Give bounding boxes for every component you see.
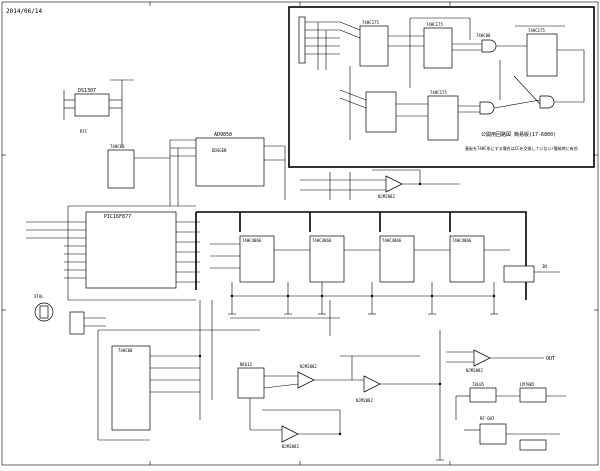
ram-ic: 74HC00 <box>111 345 151 431</box>
inset-note-2: 基板を74HC系にする場合はICを交換していない/簡易時に有効 <box>465 145 578 151</box>
right-connector-label: IN <box>542 264 547 269</box>
ram-ic-label: 74HC00 <box>118 348 133 353</box>
mux-ic-3: 74HC4066 <box>379 235 415 283</box>
inset-ic-b-label: 74HC175 <box>426 22 443 27</box>
inset-ic-d-label: 74HC175 <box>430 90 447 95</box>
opamp-bot: NJM2082 <box>281 425 299 449</box>
inset-wires <box>339 17 585 140</box>
rtc-wires <box>63 79 134 145</box>
ground-symbols <box>228 313 498 461</box>
inset-gate-2 <box>479 101 495 115</box>
opamp-top: NJM2082 <box>378 175 403 199</box>
mux-ic-4-label: 74HC4066 <box>452 238 472 243</box>
mixer-ic: NE612 <box>237 362 265 399</box>
dds-ic-label: AD9850 <box>214 132 232 138</box>
regulator-a-label: 78L05 <box>472 382 485 387</box>
inset-ic-d: 74HC175 <box>427 90 459 141</box>
opamp-bot-label: NJM2082 <box>282 444 299 449</box>
inset-ic-top-right: 74HC175 <box>526 28 558 77</box>
opamp-mid: NJM2082 <box>297 364 317 389</box>
left-connector <box>69 311 106 335</box>
opamp-mid-label: NJM2082 <box>300 364 317 369</box>
regulator-a: 78L05 <box>469 382 497 403</box>
dds-ic: AD9850 DDSGEN <box>195 132 265 187</box>
inset-left-pins <box>298 16 340 70</box>
mcu-ic: PIC16F877 <box>85 211 177 289</box>
inset-gate-1: 74HC00 <box>476 33 497 53</box>
junction-dots <box>198 182 496 436</box>
inset-ic-a-label: 74HC175 <box>362 20 379 25</box>
opamp-top-wires <box>300 169 460 200</box>
inset-gate-1-label: 74HC00 <box>476 33 491 38</box>
rtc-ic: DS1307 RTC <box>74 88 110 134</box>
logic-ic: 74HC00 <box>107 144 135 189</box>
inset-frame <box>288 6 595 168</box>
right-connector: IN <box>503 264 560 283</box>
mux-ic-2: 74HC4066 <box>309 235 345 283</box>
mux-wires <box>210 243 510 336</box>
output-wires <box>446 351 544 363</box>
inset-gate-3 <box>539 95 555 109</box>
mcu-ic-label: PIC16F877 <box>104 214 131 220</box>
opamp-top-label: NJM2082 <box>378 194 395 199</box>
output-label: OUT <box>546 356 555 362</box>
mux-ic-2-label: 74HC4066 <box>312 238 332 243</box>
rf-block-label: RF-OUT <box>480 416 495 421</box>
inset-ic-top-right-label: 74HC175 <box>528 28 545 33</box>
opamp-r2: NJM2082 <box>466 349 491 373</box>
mid-wires <box>249 330 441 460</box>
dds-ic-sublabel: DDSGEN <box>212 148 227 153</box>
rtc-ic-sublabel: RTC <box>80 129 88 134</box>
inset-ic-b: 74HC175 <box>423 22 453 69</box>
opamp-r1-label: NJM2082 <box>356 398 373 403</box>
crystal-label: XTAL <box>34 294 44 299</box>
frame-ticks <box>2 2 598 465</box>
inset-ic-a: 74HC175 <box>359 20 389 67</box>
regulator-b-label: LM7805 <box>520 382 535 387</box>
crystal-part: XTAL <box>34 294 54 322</box>
rtc-ic-label: DS1307 <box>78 88 96 94</box>
mixer-ic-label: NE612 <box>240 362 253 367</box>
opamp-r1: NJM2082 <box>356 375 381 403</box>
opamp-r2-label: NJM2082 <box>466 368 483 373</box>
logic-ic-label: 74HC00 <box>110 144 125 149</box>
sheet-date: 2014/06/14 <box>6 8 43 15</box>
mux-ic-1: 74HC4066 <box>239 235 275 283</box>
mux-ic-3-label: 74HC4066 <box>382 238 402 243</box>
power-wires <box>455 395 566 420</box>
mux-ic-4: 74HC4066 <box>449 235 485 283</box>
inset-note-1: 公開用回路図 簡易版(17-6800) <box>481 131 556 138</box>
mux-ic-1-label: 74HC4066 <box>242 238 262 243</box>
dds-wires <box>134 139 286 206</box>
inset-ic-c <box>365 91 397 133</box>
rf-block: RF-OUT <box>464 416 560 451</box>
ram-wires <box>97 300 260 441</box>
regulator-b: LM7805 <box>519 382 547 403</box>
